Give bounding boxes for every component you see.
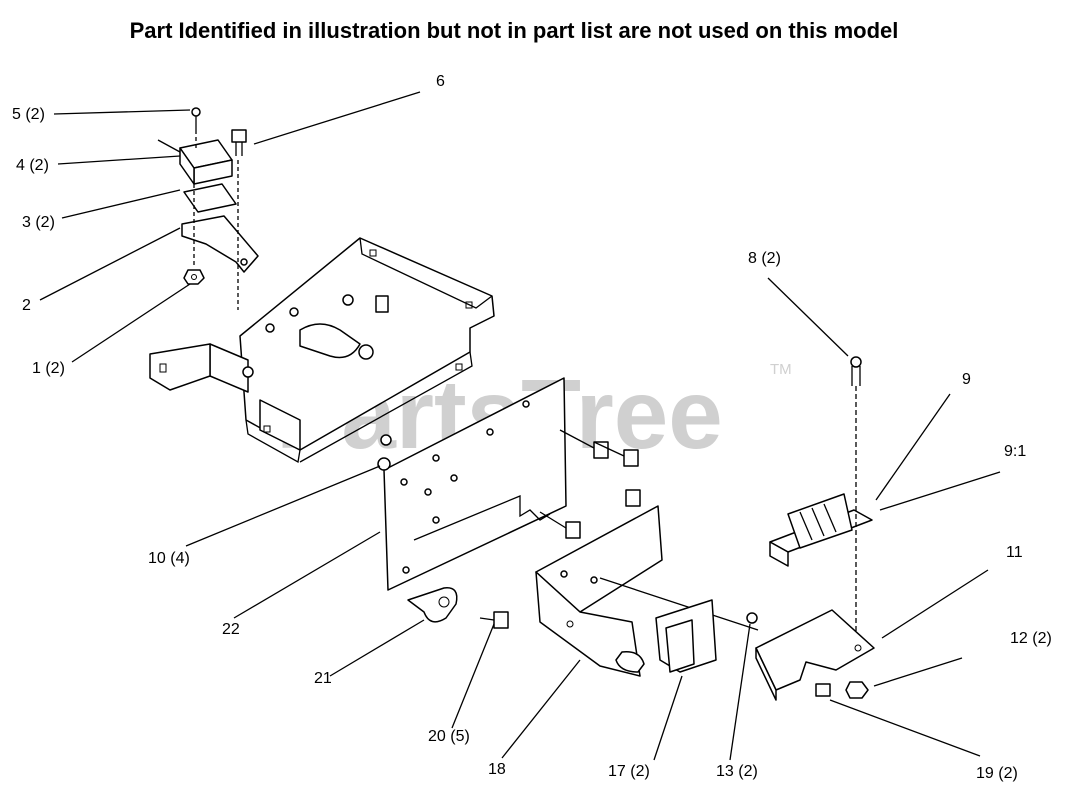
screw-13: [746, 612, 758, 624]
mounting-plate-22: [377, 377, 567, 591]
callout-11: 11: [1006, 544, 1023, 561]
bracket-18: [535, 505, 759, 677]
callout-9-1: 9:1: [1004, 443, 1026, 460]
bolt-19: [815, 683, 831, 697]
callout-8: 8 (2): [748, 250, 781, 267]
callout-9: 9: [962, 371, 971, 388]
callout-17: 17 (2): [608, 763, 650, 780]
diagram-note: Part Identified in illustration but not …: [129, 18, 899, 43]
callout-1: 1 (2): [32, 360, 65, 377]
callout-3: 3 (2): [22, 214, 55, 231]
bracket-11: [755, 609, 875, 701]
callout-19: 19 (2): [976, 765, 1018, 782]
callout-21: 21: [314, 670, 332, 687]
nut-12: [845, 681, 869, 699]
callout-4: 4 (2): [16, 157, 49, 174]
leader-lines: [39, 91, 1001, 761]
callout-10: 10 (4): [148, 550, 190, 567]
switch-bracket-assembly: [157, 107, 259, 310]
callout-6: 6: [436, 73, 445, 90]
callout-22: 22: [222, 621, 240, 638]
watermark-trademark: TM: [770, 361, 792, 378]
callout-18: 18: [488, 761, 506, 778]
callout-13: 13 (2): [716, 763, 758, 780]
main-mounting-bracket: [149, 237, 495, 464]
screw-8: [850, 356, 862, 640]
callout-2: 2: [22, 297, 31, 314]
callout-20: 20 (5): [428, 728, 470, 745]
callout-12: 12 (2): [1010, 630, 1052, 647]
bolts-20: [479, 429, 641, 629]
switch-9: [769, 493, 873, 567]
callout-5: 5 (2): [12, 106, 45, 123]
bolt-6: [231, 129, 247, 156]
clamp-21: [407, 587, 458, 623]
block-17: [655, 599, 717, 673]
